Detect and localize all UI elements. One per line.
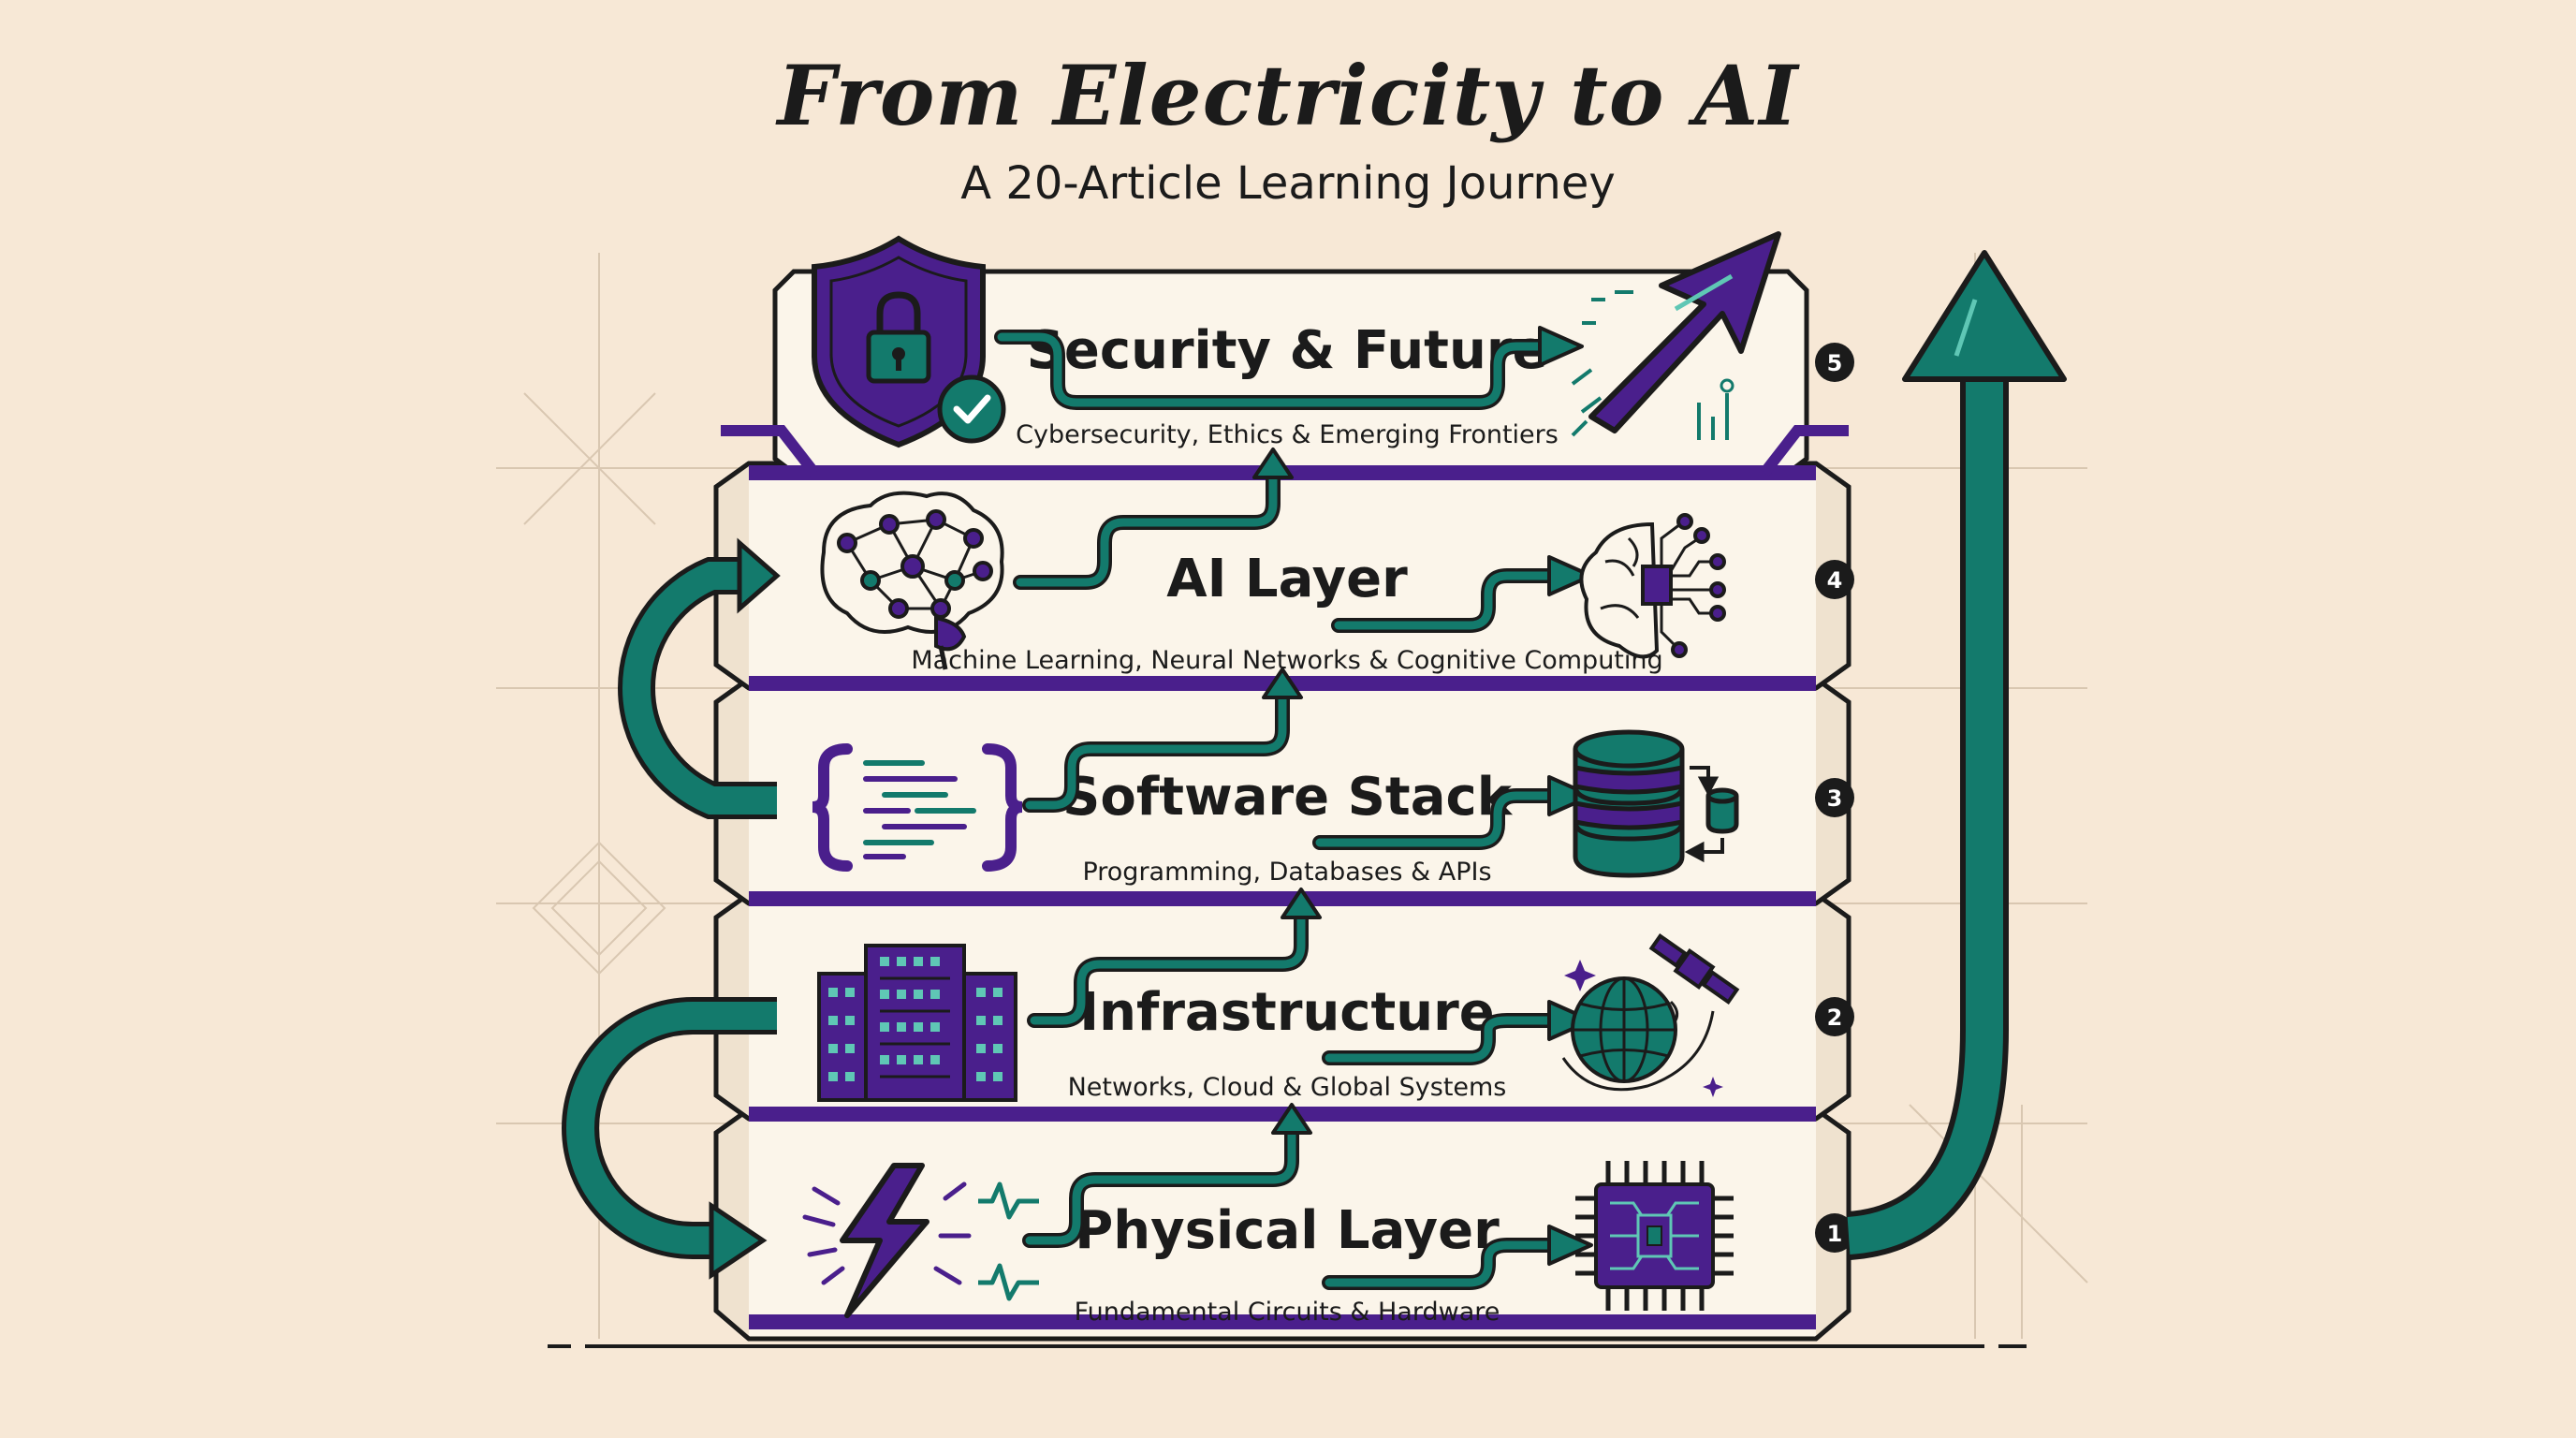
shield-lock-icon [812, 235, 1006, 448]
server-rack-icon [817, 944, 1017, 1102]
layer-number-badge-5: 5 [1815, 343, 1854, 382]
page-subtitle: A 20-Article Learning Journey [960, 157, 1616, 210]
globe-satellite-icon [1561, 932, 1740, 1097]
circuit-brain-icon [1579, 513, 1726, 659]
layer-title-security: Security & Future [1027, 320, 1548, 381]
layer-title-ai: AI Layer [1166, 549, 1408, 609]
svg-text:1: 1 [1827, 1221, 1843, 1247]
svg-text:3: 3 [1827, 785, 1843, 812]
database-icon [1573, 729, 1739, 878]
loop-arrow-infrastructure-to-physical [562, 997, 777, 1280]
svg-text:2: 2 [1827, 1005, 1843, 1031]
layer-subtitle-infrastructure: Networks, Cloud & Global Systems [1068, 1073, 1507, 1102]
flow-arrowheads [1252, 326, 1593, 1266]
neural-brain-icon [820, 491, 1004, 670]
svg-text:5: 5 [1827, 350, 1843, 376]
layer-number-badge-2: 2 [1815, 997, 1854, 1036]
layer-title-infrastructure: Infrastructure [1079, 982, 1495, 1043]
layer-number-badge-4: 4 [1815, 560, 1854, 599]
journey-up-arrow [1846, 250, 2067, 1260]
svg-text:4: 4 [1827, 567, 1843, 594]
layer-subtitle-software: Programming, Databases & APIs [1082, 858, 1491, 887]
layer-subtitle-security: Cybersecurity, Ethics & Emerging Frontie… [1016, 420, 1559, 449]
layer-number-badge-3: 3 [1815, 778, 1854, 817]
code-braces-icon [812, 743, 1023, 872]
layer-title-software: Software Stack [1062, 767, 1514, 828]
arrow-up-right-icon [1571, 231, 1781, 440]
page-title: From Electricity to AI [777, 47, 1799, 144]
layer-subtitle-physical: Fundamental Circuits & Hardware [1075, 1298, 1500, 1327]
layer-subtitle-ai: Machine Learning, Neural Networks & Cogn… [911, 646, 1662, 675]
layer-title-physical: Physical Layer [1075, 1200, 1500, 1261]
loop-arrow-software-to-ai [618, 537, 781, 819]
microchip-icon [1575, 1161, 1734, 1311]
layer-number-badge-1: 1 [1815, 1213, 1854, 1253]
lightning-bolt-icon [802, 1163, 1039, 1318]
